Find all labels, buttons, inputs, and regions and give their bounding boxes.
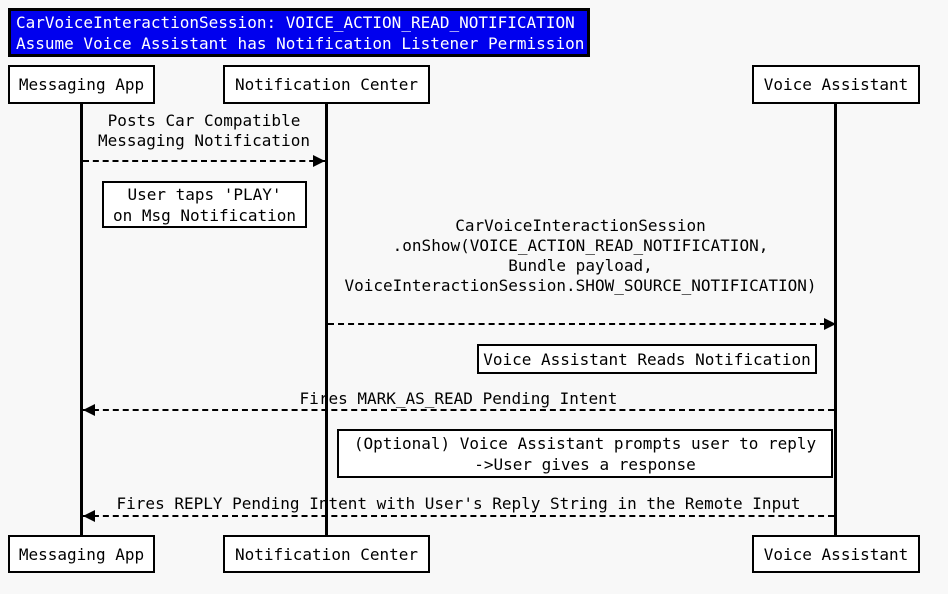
participant-voice-assistant-top: Voice Assistant [752, 65, 920, 104]
participant-label: Voice Assistant [763, 544, 909, 564]
message-label-reply: Fires REPLY Pending Intent with User's R… [116, 494, 801, 513]
diagram-title-box: CarVoiceInteractionSession: VOICE_ACTION… [8, 8, 590, 57]
message-label-mark-as-read: Fires MARK_AS_READ Pending Intent [299, 389, 618, 408]
lifeline-notification-center [325, 104, 328, 535]
message-arrow-reply [83, 510, 834, 522]
participant-label: Messaging App [18, 544, 145, 564]
lifeline-messaging-app [80, 104, 83, 535]
participant-voice-assistant-bottom: Voice Assistant [752, 535, 920, 573]
participant-messaging-app-bottom: Messaging App [8, 535, 155, 573]
participant-label: Notification Center [234, 75, 419, 94]
message-arrow-posts-notification [83, 155, 325, 167]
message-label-posts-notification: Posts Car Compatible Messaging Notificat… [98, 111, 310, 150]
participant-notification-center-top: Notification Center [223, 65, 430, 104]
participant-label: Messaging App [18, 75, 145, 94]
participant-label: Voice Assistant [763, 75, 909, 94]
participant-notification-center-bottom: Notification Center [223, 535, 430, 573]
diagram-title-line1: CarVoiceInteractionSession: VOICE_ACTION… [16, 13, 575, 32]
diagram-title-line2: Assume Voice Assistant has Notification … [16, 34, 585, 53]
note-user-taps-play: User taps 'PLAY' on Msg Notification [102, 181, 307, 228]
message-label-onshow: CarVoiceInteractionSession .onShow(VOICE… [344, 216, 817, 295]
participant-messaging-app-top: Messaging App [8, 65, 155, 104]
message-arrow-mark-as-read [83, 404, 834, 416]
message-arrow-onshow [328, 318, 836, 330]
participant-label: Notification Center [234, 544, 419, 564]
note-optional-prompt: (Optional) Voice Assistant prompts user … [337, 429, 833, 478]
note-reads-notification: Voice Assistant Reads Notification [477, 344, 817, 374]
